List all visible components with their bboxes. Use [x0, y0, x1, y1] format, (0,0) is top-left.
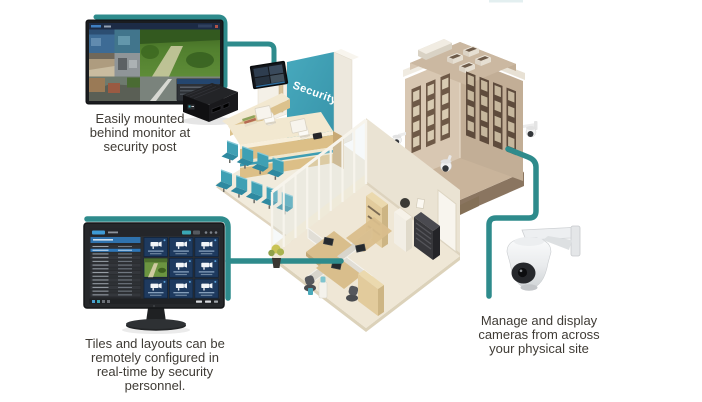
camera-list-row	[90, 271, 141, 275]
camera-list-row	[90, 256, 141, 260]
connector-monitor-to-office	[84, 216, 344, 301]
camera-list-row	[90, 259, 141, 263]
connector-videowall-to-securitypost	[93, 14, 277, 89]
device-port	[211, 104, 222, 114]
camera-wall-plate	[570, 225, 581, 257]
office-interior-scene	[270, 118, 460, 332]
glass-wall	[270, 118, 368, 256]
potted-plant	[268, 244, 285, 268]
camera-list-row	[90, 267, 141, 271]
device-port	[222, 101, 230, 110]
security-desk-scene: Security	[215, 49, 395, 245]
cctv-camera-icon	[175, 283, 187, 291]
waiting-chair	[267, 157, 284, 180]
caption-remote-config: Tiles and layouts can be remotely config…	[85, 336, 225, 393]
building-windows	[411, 71, 516, 156]
caption-security-post: Easily mounted behind monitor at securit…	[89, 111, 191, 154]
waiting-chair	[245, 180, 263, 204]
connector-building-to-camera	[486, 146, 539, 299]
cctv-camera-icon	[201, 262, 213, 270]
cropped-top-bar	[489, 0, 523, 3]
camera-list-row	[90, 263, 141, 267]
camera-tile	[168, 237, 194, 257]
camera-tile	[168, 257, 194, 278]
camera-tile	[168, 278, 194, 299]
building-camera-front	[440, 155, 452, 172]
camera-list-row	[90, 289, 141, 293]
desk-phone	[312, 132, 323, 140]
cctv-camera-icon	[201, 241, 213, 249]
cctv-camera-icon	[175, 262, 187, 270]
building-camera-right	[523, 121, 538, 138]
camera-tile	[194, 257, 219, 278]
waiting-chair	[221, 140, 239, 163]
wall-certificate	[415, 198, 425, 209]
server-rack	[414, 212, 440, 260]
waiting-chair	[236, 146, 254, 169]
camera-list-row	[90, 245, 141, 249]
live-video-tile	[143, 257, 168, 278]
white-cabinet	[394, 208, 412, 252]
recycle-bin	[308, 288, 313, 295]
waiting-chair	[230, 175, 248, 198]
book-stack	[242, 115, 258, 127]
camera-list-row	[90, 248, 141, 252]
cctv-camera-icon	[201, 283, 213, 291]
management-monitor	[83, 222, 225, 334]
cctv-camera-icon	[175, 241, 187, 249]
security-post-monitor	[249, 60, 289, 90]
camera-tile	[194, 278, 219, 299]
rooftop-hvac-units	[418, 39, 491, 73]
front-cupboard	[358, 270, 384, 316]
device-logo	[187, 104, 195, 110]
camera-tile	[194, 237, 219, 257]
caption-site-cameras: Manage and display cameras from across y…	[478, 313, 600, 356]
camera-list-row	[90, 285, 141, 290]
cctv-camera-icon	[150, 241, 162, 249]
camera-list-row	[90, 293, 141, 297]
camera-list-row	[90, 252, 141, 256]
camera-list-row	[90, 282, 141, 286]
cctv-camera-icon	[150, 283, 162, 291]
camera-list-row	[90, 274, 141, 278]
desk-workstations	[254, 105, 323, 140]
wall-clock	[400, 198, 410, 208]
camera-tile	[143, 237, 168, 257]
camera-tile	[143, 278, 168, 299]
waiting-chair	[251, 151, 269, 175]
monitor-stand-neck	[146, 308, 166, 322]
ptz-camera	[506, 225, 581, 291]
water-cooler	[318, 276, 328, 299]
camera-list-row	[90, 278, 141, 282]
office-door	[437, 188, 457, 254]
waiting-chair	[215, 169, 233, 192]
decoder-device	[182, 83, 238, 125]
